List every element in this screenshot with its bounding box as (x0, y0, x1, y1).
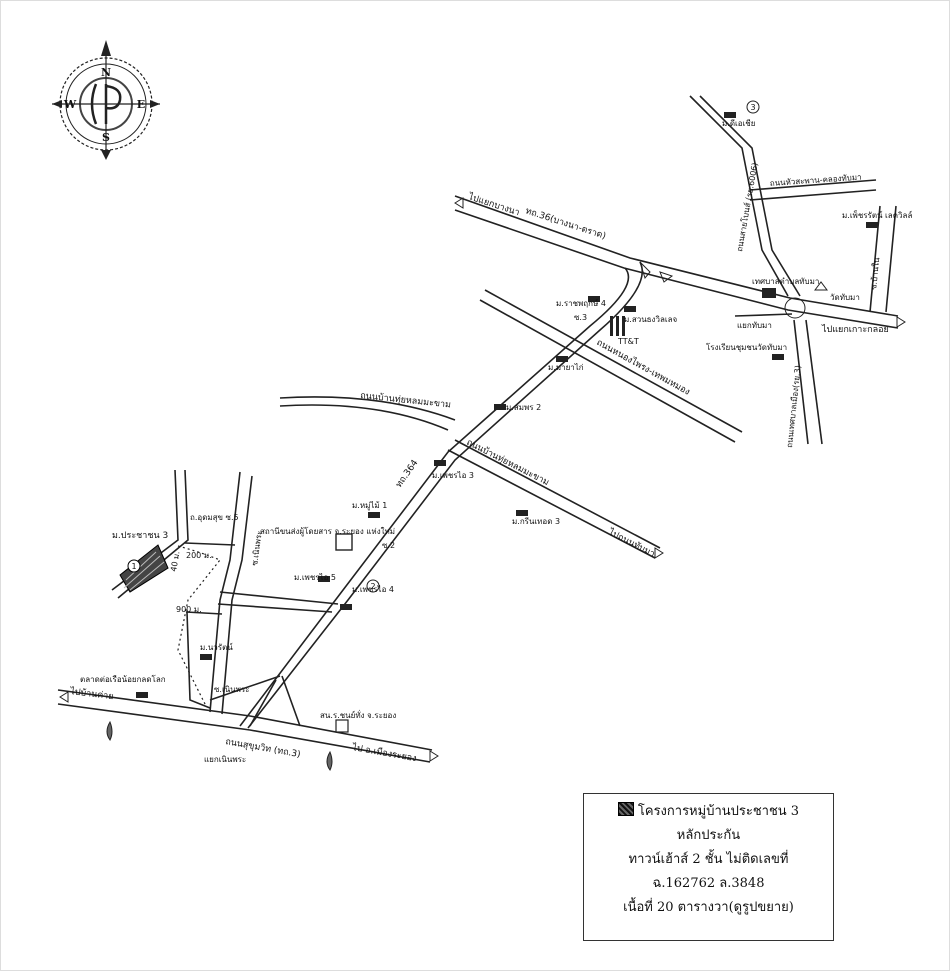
legend-line4: ฉ.162762 ล.3848 (652, 876, 765, 891)
road-sukhumvit (57, 689, 433, 763)
legend-row-1: โครงการหมู่บ้านประชาชน 3 (584, 800, 833, 824)
compass-w: W (63, 98, 77, 111)
label-hwy364: ทถ.364 (394, 458, 420, 490)
label-soi-noen-phra-2: ซ.เนินพระ (214, 685, 250, 694)
label-hospital: สน.ร.ชนย์ทั่ง จ.ระยอง (320, 709, 396, 720)
label-suan-thong: ม.สวนธงวิลเลจ (624, 315, 677, 324)
junction-island (639, 261, 651, 280)
label-no2: ซ.2 (382, 541, 395, 550)
label-school-thap-ma: โรงเรียนชุมชนวัดทับมา (706, 342, 787, 352)
label-wat-thap-ma: วัดทับมา (830, 293, 860, 302)
temple-icon (814, 281, 828, 291)
road-nong-phai (479, 289, 743, 443)
label-naworat: ม.นวรัตน์ (200, 642, 233, 652)
circle-2: 2 (370, 582, 375, 591)
circle-3-marker (746, 100, 760, 114)
legend-line2: หลักประกัน (676, 828, 741, 843)
road-hwy36 (454, 195, 899, 329)
road-ban-bao (279, 396, 661, 559)
label-ban-bao-1: ถนนบ้านทุ่ยหลมมะขาม (360, 390, 452, 410)
label-school-market: ตลาดต่อเรือน้อยกลดโลก (80, 674, 166, 684)
label-no3: ซ.3 (574, 313, 587, 322)
label-dist-40: 40 ม. (169, 551, 181, 573)
circle-1: 1 (131, 562, 136, 571)
circle-3: 3 (750, 103, 755, 112)
junction-island-2 (659, 271, 674, 283)
label-phoen-chai4: ม.เพชรไอ 4 (352, 585, 394, 594)
label-road-south: ถนนเทศบาลเมือง(รย.3) (785, 365, 803, 448)
label-dist-900: 900 ม. (176, 605, 202, 614)
legend-box: โครงการหมู่บ้านประชาชน 3 หลักประกัน ทาวน… (583, 793, 834, 941)
label-nuan-chan: ม.ดีเอเชีย (722, 119, 755, 128)
road-hwy364 (239, 261, 644, 729)
label-phoen-chai5: ม.เพชรไอ 5 (294, 573, 336, 582)
label-chaiyapruek4: ม.ราชพฤกษ์ 4 (556, 298, 606, 308)
direction-arrows (59, 197, 906, 762)
label-mai-ngam: ม.หมู่ไม้ 1 (352, 501, 387, 511)
label-phromphon3: ม.กรีนเทอด 3 (512, 517, 560, 526)
circle-2-marker (366, 579, 380, 593)
roundabout (784, 297, 806, 319)
compass-rose-icon (52, 40, 160, 160)
label-phet-rat: ม.เพ็ชรรัตน์ เลควิลล์ (842, 210, 912, 220)
label-phoen-chai3: ม.เพชรไอ 3 (432, 471, 474, 480)
label-thap-ma-rd: ถนนหัวสะพาน-คลองทับมา (770, 173, 862, 188)
hospital-icon (335, 719, 349, 733)
label-prachachon3: ม.ประชาชน 3 (112, 531, 168, 541)
compass-e: E (137, 98, 145, 111)
label-yaek-thap-ma: แยกทับมา (737, 321, 772, 330)
roads-ne (689, 95, 897, 445)
landmark-icon-1 (106, 720, 113, 741)
label-yaek-noen-phra: แยกเนินพระ (204, 755, 246, 764)
label-bus-station: สถานีขนส่งผู้โดยสาร จ.ระยอง แห่งใหม่ (260, 526, 395, 537)
compass-s: S (102, 131, 110, 144)
legend-line3: ทาวน์เฮ้าส์ 2 ชั้น ไม่ติดเลขที่ (628, 852, 789, 867)
label-mayakai: ม.มายาไก่ (548, 363, 584, 372)
landmark-icon-2 (326, 750, 333, 771)
label-ttt: TT&T (617, 337, 639, 346)
building-markers (136, 112, 878, 698)
legend-swatch (617, 802, 634, 816)
project-parcel (119, 544, 169, 593)
label-to-ko-chalo: ไปแยกเกาะกลอย (821, 324, 889, 335)
label-nong-phai: ถนนหนองไพรง-เทพมหมอง (595, 337, 692, 398)
legend-line1: โครงการหมู่บ้านประชาชน 3 (637, 804, 800, 819)
bus-station-icon (335, 533, 353, 551)
compass-n: N (101, 66, 111, 79)
legend-line5: เนื้อที่ 20 ตารางวา(ดูรูปขยาย) (623, 900, 794, 915)
label-soi-udom: ถ.อุดมสุข ซ.5 (190, 513, 239, 522)
label-dist-200: 200 ม. (186, 551, 212, 560)
label-soi-ban-nai: ซ.บ้านใน (869, 257, 881, 291)
label-tessaban: เทศบาลตำบลทับมา (752, 277, 819, 286)
label-somporn2: ม.สมพร 2 (506, 403, 541, 412)
label-to-ban-khai: ไปบ้านค่าย (69, 686, 115, 702)
label-to-bang-na: ไปแยกบางนา (466, 191, 521, 218)
